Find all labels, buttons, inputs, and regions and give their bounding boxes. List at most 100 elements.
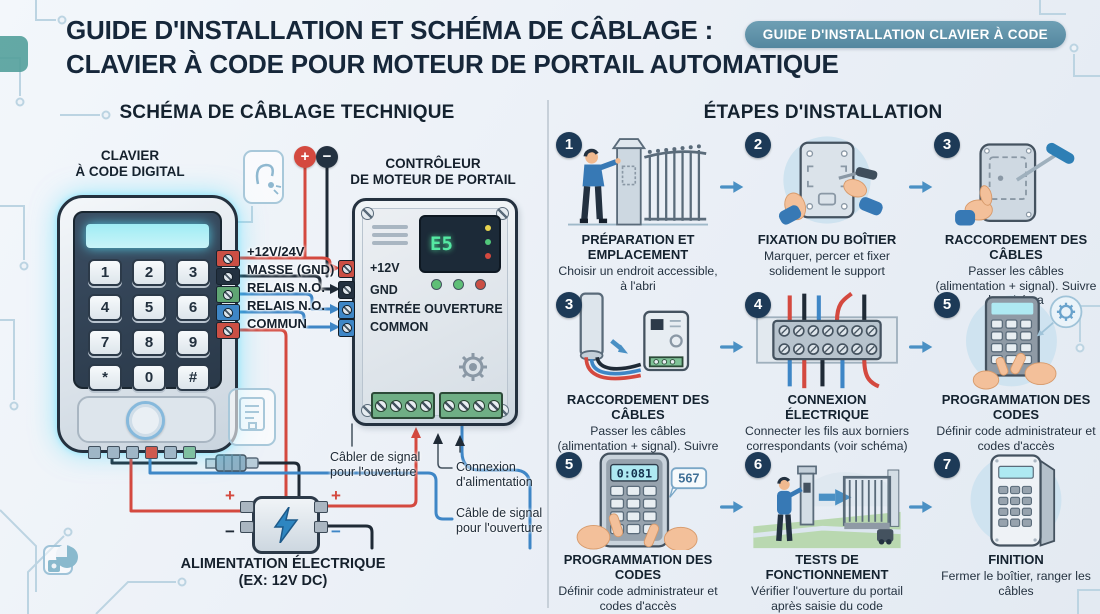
lightning-bolt-icon [273,507,299,543]
plus-polarity-icon: + [294,146,316,168]
step-description: Marquer, percer et fixer solidement le s… [764,249,890,278]
led-green [453,279,464,290]
step-title: TESTS DE FONCTIONNEMENT [765,552,889,582]
keypad-key[interactable]: 8 [132,329,166,356]
terminal-label: MASSE (GND) [247,262,335,277]
keypad-title: CLAVIER À CODE DIGITAL [75,148,185,179]
indicator-dot [485,239,491,245]
keypad-key[interactable]: * [88,364,122,391]
screw-icon [341,264,352,274]
keypad-display [86,224,209,248]
step-description: Choisir un endroit accessible, à l'abri [558,264,718,293]
controller-terminal-label: COMMON [370,320,429,334]
controller-title: CONTRÔLEUR DE MOTEUR DE PORTAIL [350,156,516,187]
steps-section-title: ÉTAPES D'INSTALLATION [703,102,943,123]
keypad-pin [107,446,120,459]
step-number-badge: 2 [745,132,771,158]
screw-icon [361,207,374,220]
step-arrow-icon [909,181,933,193]
keypad-pin [145,446,158,459]
section-divider [547,100,549,608]
controller-terminal-label: GND [370,283,398,297]
screw-icon [341,285,352,295]
step-arrow-icon [720,501,744,513]
step-illustration-test-gate [745,450,909,550]
screw-icon [223,325,233,336]
step-illustration-enter-code: 0:081 567 [556,450,720,550]
power-supply [252,496,320,554]
step-title: PROGRAMMATION DES CODES [563,552,713,582]
controller-terminal-label: ENTRÉE OUVERTURE [370,302,503,316]
led-green [431,279,442,290]
step-illustration-mark-gate [556,130,720,230]
keypad-key[interactable]: 3 [176,259,210,286]
step-description: Définir code administrateur et codes d'a… [936,424,1096,453]
keypad-terminal-row: RELAIS N.O. [216,280,325,303]
step-number-badge: 1 [556,132,582,158]
keypad-terminal-row: COMMUN [216,316,307,339]
keypad-key[interactable]: 1 [88,259,122,286]
step-description: Connecter les fils aux borniers correspo… [745,424,909,453]
keypad-key[interactable]: 7 [88,329,122,356]
step-arrow-icon [720,181,744,193]
step-title: PROGRAMMATION DES CODES [941,392,1091,422]
wiring-wires [110,166,532,550]
step-title: RACCORDEMENT DES CÂBLES [566,392,710,422]
step-illustration-terminal-block [745,290,909,390]
keypad-key[interactable]: # [176,364,210,391]
controller-terminal-strip [439,392,503,419]
document-icon [228,388,276,446]
barrel-connector-icon [205,454,259,472]
step-number-badge: 5 [556,452,582,478]
step-title: FIXATION DU BOÎTIER [757,232,897,247]
terminal-block [216,250,240,267]
keypad-terminal-row: MASSE (GND) [216,262,334,285]
keypad-pin [126,446,139,459]
step-arrow [909,450,934,610]
terminal-block [338,260,355,278]
svg-text:567: 567 [678,471,699,486]
step-description: Fermer le boîtier, ranger les câbles [941,569,1091,598]
decor-teal-square [0,36,28,72]
step-illustration-route-cables [556,290,720,390]
terminal-label: COMMUN [247,316,307,331]
gear-icon [459,353,487,381]
step-number-badge: 6 [745,452,771,478]
keypad-key[interactable]: 5 [132,294,166,321]
psu-label: ALIMENTATION ÉLECTRIQUE (EX: 12V DC) [180,556,386,589]
vent-line [372,233,408,237]
keypad-key[interactable]: 2 [132,259,166,286]
decor-chart-icon [43,543,78,575]
step-arrow-icon [909,501,933,513]
keypad-key[interactable]: 0 [132,364,166,391]
screw-icon [223,289,233,300]
page-title: GUIDE D'INSTALLATION ET SCHÉMA DE CÂBLAG… [66,13,839,81]
wiring-section-title: SCHÉMA DE CÂBLAGE TECHNIQUE [119,102,455,123]
step-description: Vérifier l'ouverture du portail après sa… [750,584,904,613]
terminal-block [216,322,240,339]
psu-terminal [314,521,328,533]
keypad-key[interactable]: 6 [176,294,210,321]
screw-icon [223,271,233,282]
keypad-key[interactable]: 4 [88,294,122,321]
keypad-round-button[interactable] [126,401,165,440]
indicator-dot [485,253,491,259]
psu-terminal [314,501,328,513]
terminal-block [338,319,355,337]
page-title-line2: CLAVIER À CODE POUR MOTEUR DE PORTAIL AU… [66,49,839,79]
vent-line [372,225,408,229]
step-arrow [720,290,745,450]
header-badge: GUIDE D'INSTALLATION CLAVIER À CODE [744,21,1066,48]
keypad-key[interactable]: 9 [176,329,210,356]
step-title: CONNEXION ÉLECTRIQUE [785,392,869,422]
keypad-terminal-row: RELAIS N.O. [216,298,325,321]
